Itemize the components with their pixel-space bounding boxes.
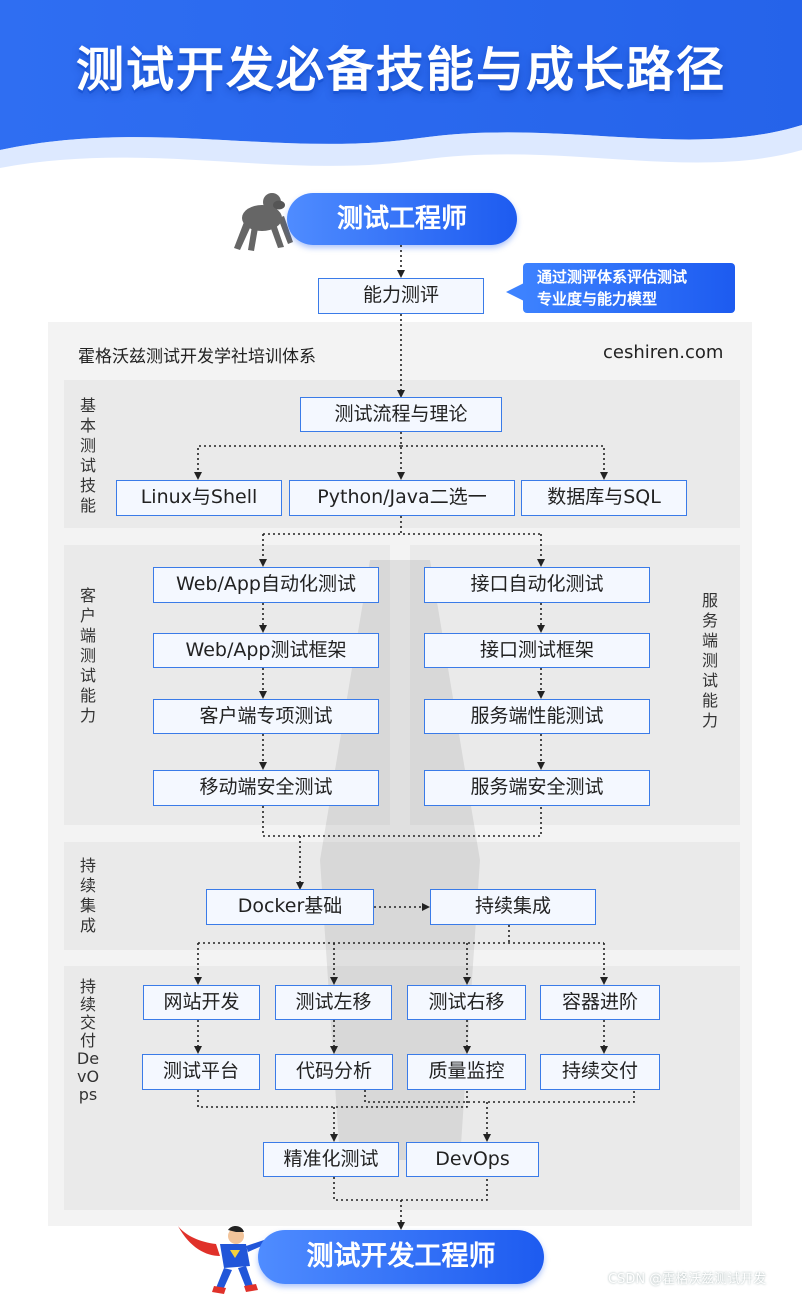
devops-box: 测试平台 (142, 1054, 260, 1090)
assessment-box: 能力测评 (318, 278, 484, 314)
basic-root-box: 测试流程与理论 (300, 397, 502, 432)
devops-box: 精准化测试 (263, 1142, 399, 1177)
ci-docker-box: Docker基础 (206, 889, 374, 925)
devops-box: 质量监控 (407, 1054, 526, 1090)
panel-title: 霍格沃兹测试开发学社培训体系 (78, 347, 316, 367)
start-role-pill: 测试工程师 (287, 193, 517, 245)
callout-tail (506, 283, 524, 301)
section-label-client: 客户端测试能力 (79, 586, 96, 725)
devops-box: 持续交付 (540, 1054, 660, 1090)
server-skill-box: 接口自动化测试 (424, 567, 650, 603)
section-label-devops: 持续交付DevOps (76, 977, 100, 1104)
client-skill-box: Web/App自动化测试 (153, 567, 379, 603)
ci-integration-box: 持续集成 (430, 889, 596, 925)
basic-skill-box: Linux与Shell (116, 480, 282, 516)
server-skill-box: 服务端性能测试 (424, 699, 650, 734)
basic-skill-box: Python/Java二选一 (289, 480, 515, 516)
header-background (0, 0, 802, 175)
devops-box: 测试右移 (407, 985, 526, 1020)
end-role-pill: 测试开发工程师 (258, 1230, 544, 1284)
devops-box: 网站开发 (143, 985, 260, 1020)
devops-box: 测试左移 (275, 985, 392, 1020)
client-skill-box: 客户端专项测试 (153, 699, 379, 734)
panel-website: ceshiren.com (603, 342, 724, 363)
page-title: 测试开发必备技能与成长路径 (75, 42, 726, 98)
callout-line-1: 通过测评体系评估测试 (537, 268, 688, 286)
section-ci (64, 842, 740, 950)
basic-skill-box: 数据库与SQL (521, 480, 687, 516)
client-skill-box: 移动端安全测试 (153, 770, 379, 806)
monkey-icon (234, 193, 293, 251)
devops-box: DevOps (406, 1142, 539, 1177)
assessment-callout: 通过测评体系评估测试 专业度与能力模型 (523, 263, 735, 313)
callout-line-2: 专业度与能力模型 (537, 290, 658, 308)
section-label-ci: 持续集成 (79, 856, 96, 935)
superhero-icon (178, 1226, 266, 1294)
footer-watermark: CSDN @霍格沃兹测试开发 (608, 1272, 767, 1287)
server-skill-box: 服务端安全测试 (424, 770, 650, 806)
server-skill-box: 接口测试框架 (424, 633, 650, 668)
section-label-basic: 基本测试技能 (79, 396, 96, 515)
section-label-server: 服务端测试能力 (701, 591, 718, 730)
devops-box: 容器进阶 (540, 985, 660, 1020)
devops-box: 代码分析 (275, 1054, 393, 1090)
client-skill-box: Web/App测试框架 (153, 633, 379, 668)
